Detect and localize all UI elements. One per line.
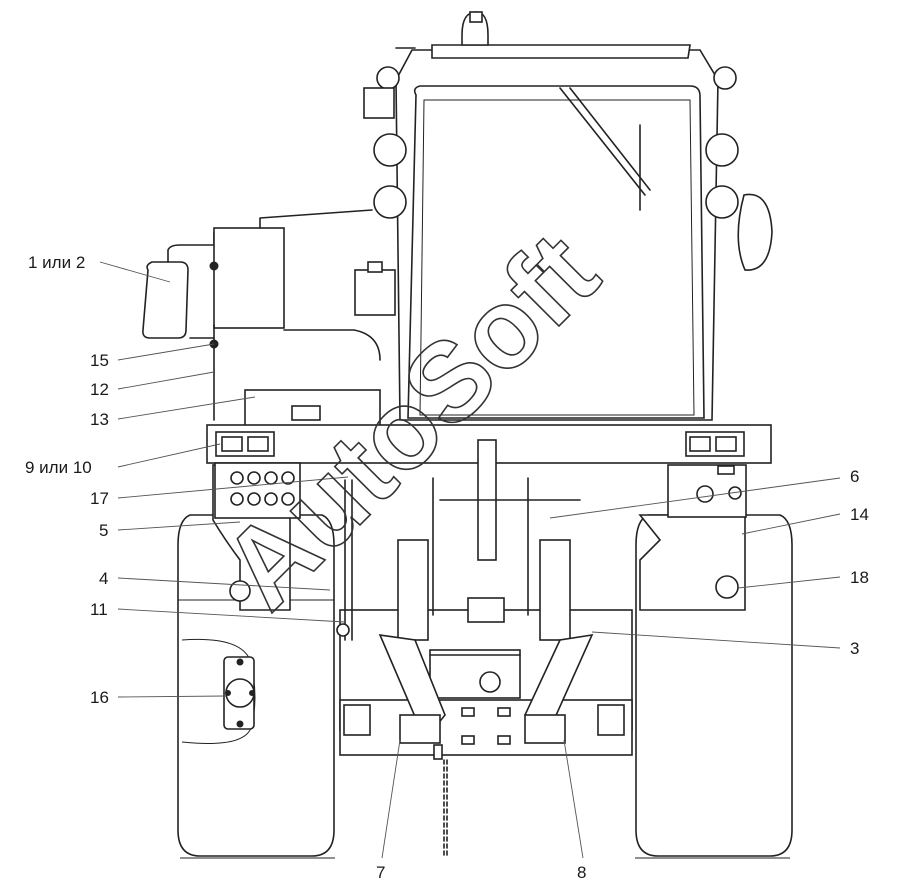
left-rear-wheel — [177, 514, 335, 857]
callout-8: 8 — [577, 863, 586, 882]
callout-7: 7 — [376, 863, 385, 882]
callout-3: 3 — [850, 639, 859, 658]
callout-18: 18 — [850, 568, 869, 587]
callout-13: 13 — [90, 410, 109, 429]
callout-5: 5 — [99, 521, 108, 540]
callout-16: 16 — [90, 688, 109, 707]
cabin — [395, 11, 719, 421]
callout-11: 11 — [90, 600, 108, 619]
right-fender — [638, 464, 747, 611]
fuel-tank — [244, 261, 396, 431]
hydraulic-outlet-panel — [214, 462, 301, 519]
left-mirror-assembly — [142, 209, 381, 421]
callout-labels: 1 или 2 15 12 13 9 или 10 17 5 4 11 16 6… — [25, 253, 869, 882]
work-lamps — [363, 66, 773, 271]
callout-4: 4 — [99, 569, 108, 588]
callout-15: 15 — [90, 351, 109, 370]
callout-14: 14 — [850, 505, 869, 524]
callout-1-or-2: 1 или 2 — [28, 253, 85, 272]
callout-12: 12 — [90, 380, 109, 399]
callout-6: 6 — [850, 467, 859, 486]
towing-chain — [443, 759, 448, 856]
callout-9-or-10: 9 или 10 — [25, 458, 92, 477]
three-point-hitch — [336, 439, 633, 760]
leader-lines — [99, 261, 841, 859]
callout-17: 17 — [90, 489, 109, 508]
